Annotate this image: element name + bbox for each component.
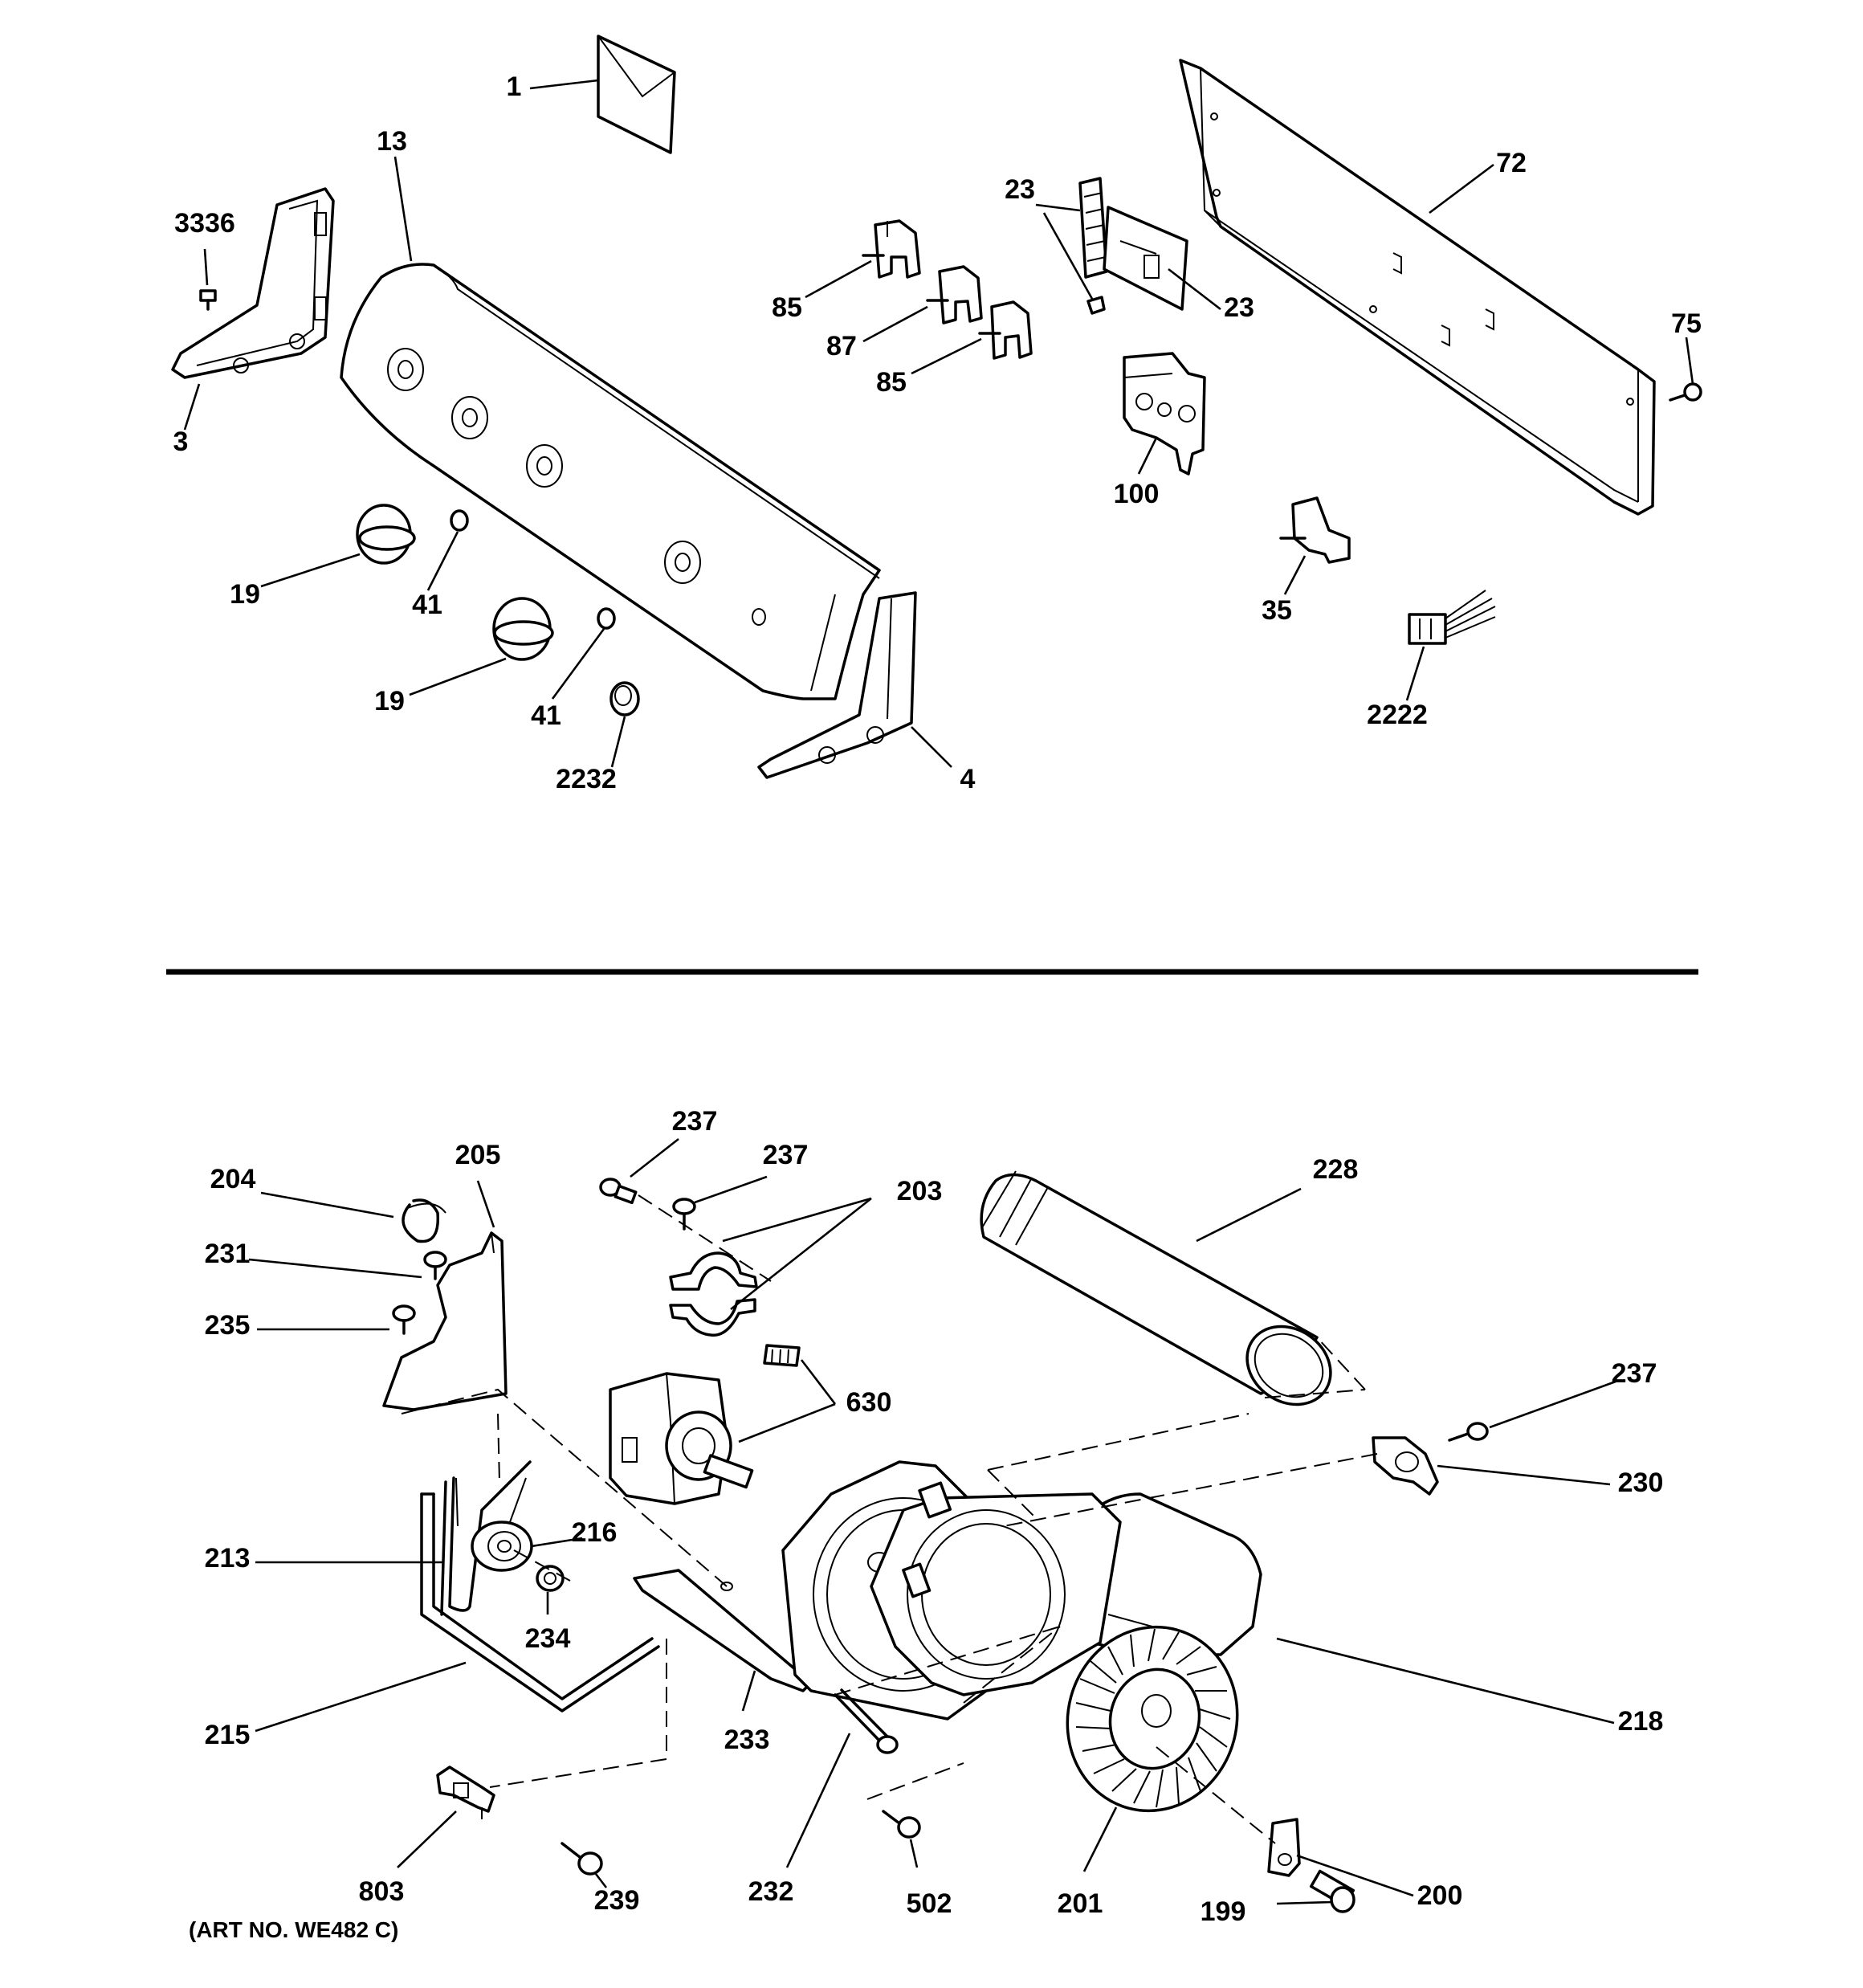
part-knob-19b (492, 597, 554, 661)
part-left-endcap (171, 187, 335, 379)
part-timer-board (1078, 177, 1188, 315)
part-switch-35 (1279, 496, 1351, 564)
part-bearing-234 (536, 1565, 565, 1592)
part-clip-630 (763, 1344, 801, 1367)
callout-203: 203 (897, 1176, 943, 1206)
callout-13: 13 (377, 126, 407, 157)
callout-235: 235 (205, 1310, 251, 1341)
callout-237c: 237 (1612, 1358, 1657, 1389)
callout-234: 234 (525, 1623, 571, 1654)
callout-239: 239 (594, 1885, 640, 1916)
callout-1: 1 (507, 71, 522, 102)
part-strap-203b (669, 1298, 756, 1337)
part-switch-85a (862, 219, 921, 279)
callout-630: 630 (846, 1387, 892, 1418)
part-screw-237b (672, 1198, 696, 1231)
part-harness-2222 (1408, 590, 1496, 645)
callout-218: 218 (1618, 1706, 1664, 1737)
callout-19a: 19 (230, 579, 260, 610)
callout-213: 213 (205, 1543, 251, 1574)
callout-41a: 41 (412, 590, 442, 620)
callout-85a: 85 (772, 292, 802, 323)
callout-labels: 1 13 3336 3 19 41 19 41 2232 4 85 87 85 … (173, 71, 1702, 1927)
callout-237b: 237 (763, 1140, 809, 1170)
callout-216: 216 (572, 1517, 618, 1548)
callout-3: 3 (173, 427, 189, 457)
part-right-endcap (757, 591, 917, 779)
part-knob-19a (356, 504, 416, 565)
part-back-panel (1179, 59, 1656, 516)
callout-205: 205 (455, 1140, 501, 1170)
callout-231: 231 (205, 1239, 251, 1269)
part-timer-100 (1123, 352, 1206, 476)
part-idler-arm-215 (420, 1492, 660, 1712)
callout-233: 233 (724, 1725, 770, 1755)
callout-2232: 2232 (556, 764, 617, 794)
callout-87: 87 (826, 331, 857, 361)
callout-215: 215 (205, 1720, 251, 1750)
callout-200: 200 (1417, 1880, 1463, 1911)
part-switch-85b (978, 300, 1033, 360)
part-envelope (597, 35, 676, 154)
callout-201: 201 (1058, 1888, 1103, 1919)
part-pulley-216 (455, 1477, 533, 1572)
callout-75: 75 (1671, 308, 1702, 339)
part-screw-502 (882, 1810, 921, 1839)
part-screw-231 (423, 1251, 447, 1280)
callout-23b: 23 (1224, 292, 1254, 323)
callout-35: 35 (1262, 595, 1292, 626)
part-screw-3336 (199, 289, 217, 311)
callout-232: 232 (748, 1876, 794, 1907)
part-insert-41a (450, 509, 469, 532)
part-screw-237a (599, 1178, 638, 1205)
part-bracket-205 (382, 1231, 508, 1411)
callout-199: 199 (1201, 1896, 1246, 1927)
part-base-plate-233 (633, 1569, 813, 1692)
callout-4: 4 (960, 764, 976, 794)
callout-228: 228 (1313, 1154, 1359, 1185)
part-screw-235 (392, 1304, 416, 1335)
part-screw-237c (1448, 1422, 1489, 1442)
part-screw-75 (1669, 382, 1702, 402)
part-clamp-200 (1267, 1818, 1301, 1877)
part-switch-803 (436, 1766, 495, 1819)
callout-85b: 85 (876, 367, 907, 398)
part-shaft-232 (834, 1688, 899, 1754)
art-number: (ART NO. WE482 C) (189, 1917, 398, 1942)
callout-100: 100 (1114, 479, 1160, 509)
callout-237a: 237 (672, 1106, 718, 1137)
lower-leader-lines (248, 1137, 1616, 1905)
callout-803: 803 (359, 1876, 405, 1907)
callout-502: 502 (907, 1888, 952, 1919)
part-screw-239 (561, 1842, 603, 1876)
callout-23a: 23 (1005, 174, 1035, 205)
part-blower-ring (870, 1481, 1122, 1696)
callout-3336: 3336 (174, 208, 235, 239)
callout-2222: 2222 (1367, 700, 1428, 730)
part-insert-41b (597, 607, 616, 630)
part-bolt-199 (1309, 1869, 1355, 1913)
callout-204: 204 (210, 1164, 256, 1194)
callout-230: 230 (1618, 1468, 1664, 1498)
assembly-dash-lines (401, 1194, 1378, 1844)
part-blower-wheel-201 (1066, 1625, 1239, 1813)
part-switch-87 (926, 265, 983, 325)
part-thermostat-230 (1372, 1436, 1439, 1496)
callout-72: 72 (1496, 148, 1527, 178)
part-belt-213 (440, 1460, 532, 1616)
part-duct-228 (980, 1170, 1332, 1406)
part-strap-203a (669, 1251, 758, 1291)
upper-leader-lines (183, 79, 1694, 768)
part-clip-204 (402, 1198, 446, 1243)
part-button-2232 (609, 681, 640, 716)
callout-41b: 41 (531, 700, 561, 731)
part-control-panel (340, 263, 881, 700)
part-drive-motor (609, 1372, 754, 1505)
callout-19b: 19 (374, 686, 405, 716)
